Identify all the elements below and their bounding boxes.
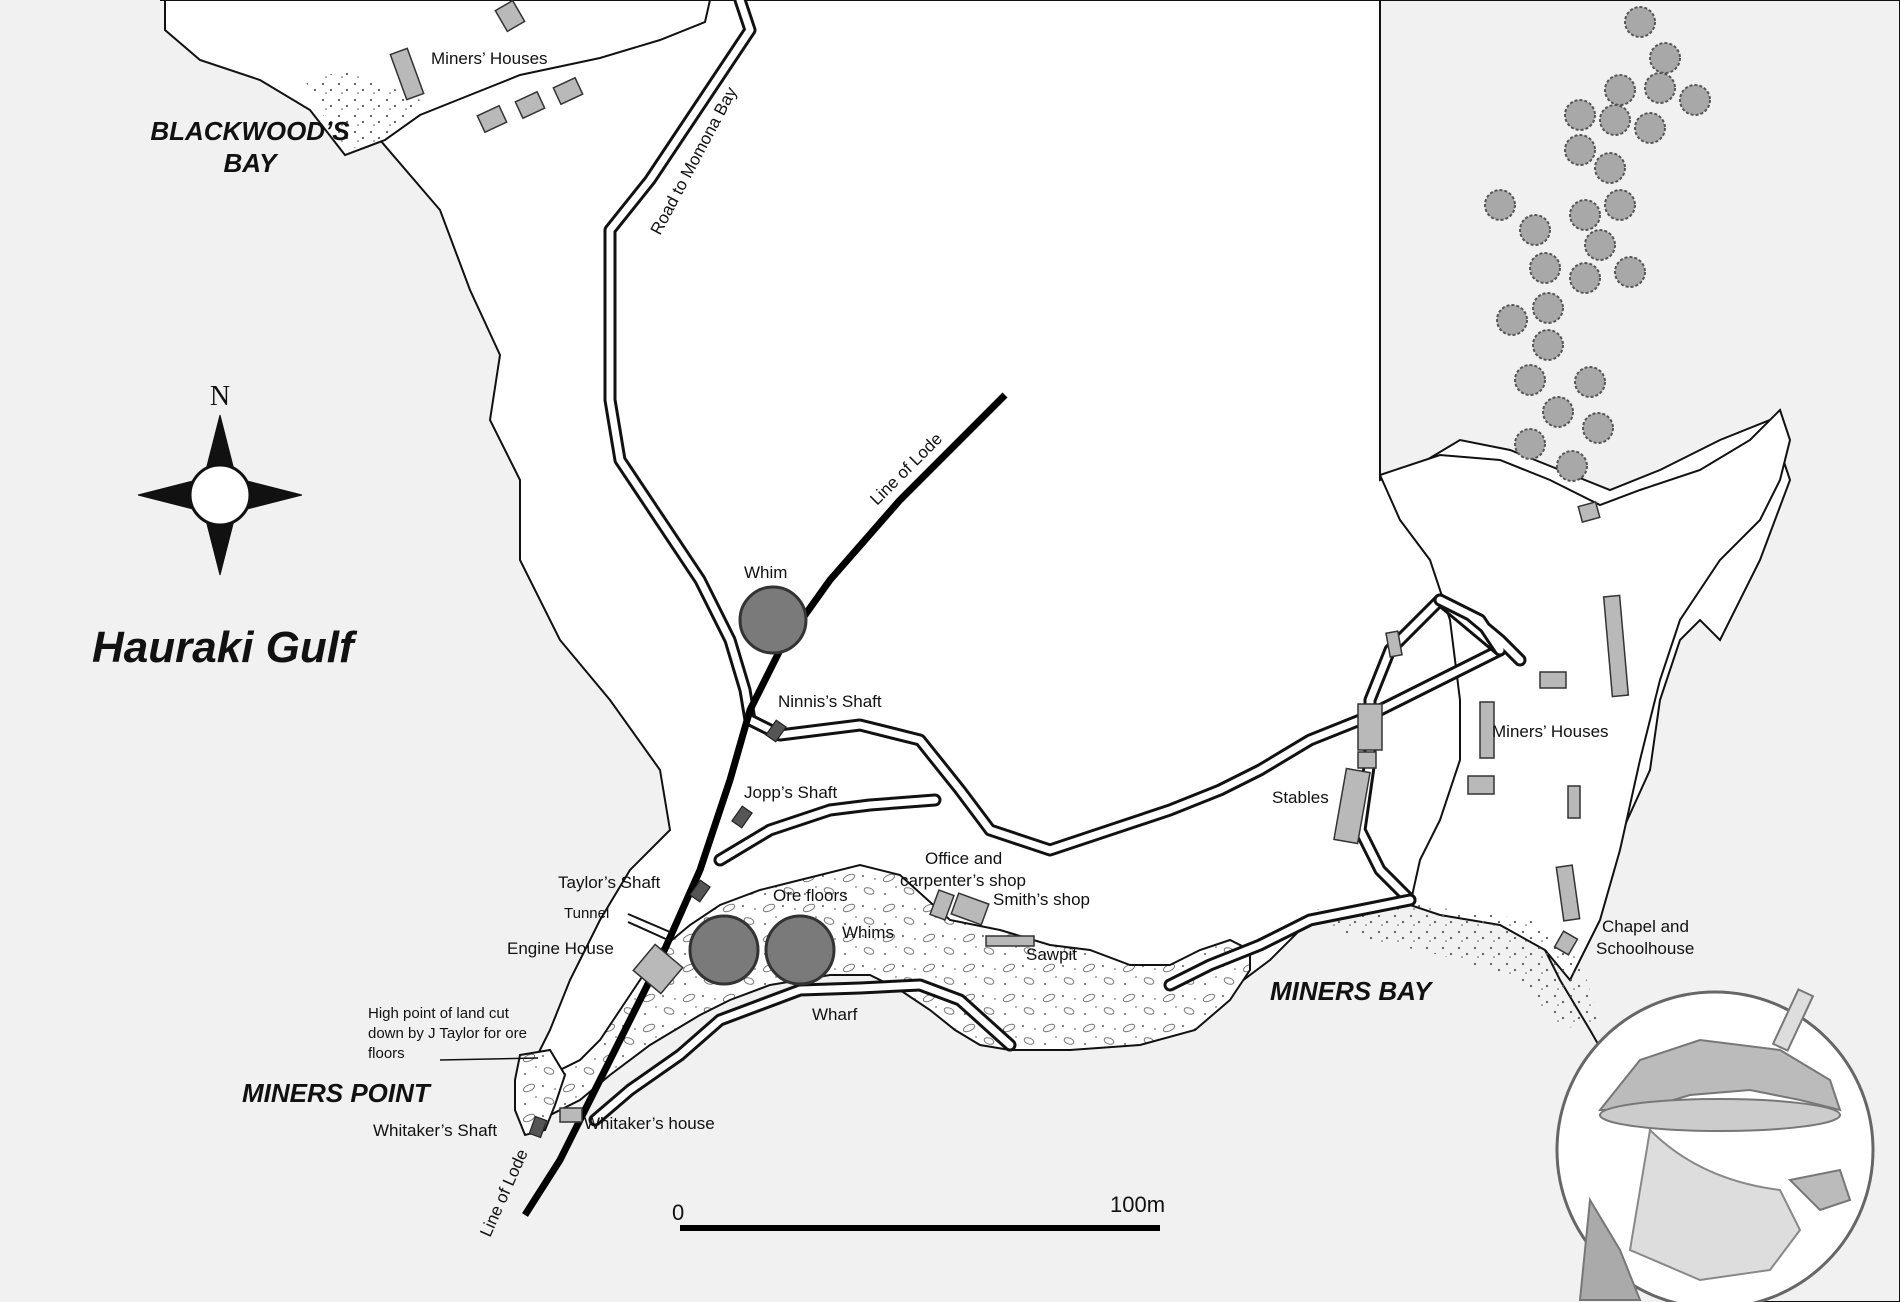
miner-portrait	[1555, 988, 1875, 1302]
taylors-shaft-marker	[689, 879, 711, 903]
taylors-shaft-label: Taylor’s Shaft	[558, 873, 661, 892]
line-of-lode	[522, 392, 1008, 1217]
tunnel-label: Tunnel	[564, 905, 609, 922]
ninniss-shaft-label: Ninnis’s Shaft	[778, 692, 882, 711]
buildings	[389, 0, 1630, 1123]
compass-rose: N	[137, 381, 303, 576]
scale-end-label: 100m	[1110, 1192, 1165, 1217]
high-point-pointer	[439, 1057, 539, 1061]
whitakers-house-label: Whitaker’s house	[584, 1114, 715, 1133]
ninniss-shaft-marker	[765, 719, 787, 743]
tunnel-marker	[627, 913, 671, 933]
tunnel-marker-2	[627, 921, 669, 941]
ore-floors-label: Ore floors	[773, 886, 848, 905]
miners-point-label: MINERS POINT	[242, 1078, 432, 1108]
jopps-shaft-marker	[731, 805, 753, 829]
beach-sand	[1300, 905, 1600, 1030]
blackwoods-beach	[305, 70, 420, 150]
chapel-label-1: Chapel and	[1602, 917, 1689, 936]
scale-start-label: 0	[672, 1200, 684, 1225]
sawpit-label: Sawpit	[1026, 945, 1077, 964]
blackwoods-bay-label-1: BLACKWOOD’S	[150, 116, 350, 146]
whim-label: Whim	[744, 563, 787, 582]
road-network	[588, 0, 1527, 1127]
north-headland	[164, 0, 712, 157]
whims-label: Whims	[842, 923, 894, 942]
high-point-label-1: High point of land cut	[368, 1005, 510, 1022]
jopps-shaft-label: Jopp’s Shaft	[744, 783, 838, 802]
east-peninsula	[1378, 408, 1792, 982]
compass-north-label: N	[210, 381, 230, 412]
engine-house-label: Engine House	[507, 939, 614, 958]
blackwoods-bay-label-2: BAY	[224, 148, 280, 178]
miners-point-land	[514, 1048, 567, 1137]
wharf-label: Wharf	[812, 1005, 858, 1024]
smiths-shop-label: Smith’s shop	[993, 890, 1090, 909]
whim-right	[764, 914, 836, 986]
miners-bay-label: MINERS BAY	[1270, 976, 1434, 1006]
stables-label: Stables	[1272, 788, 1329, 807]
whitakers-shaft-label: Whitaker’s Shaft	[373, 1121, 497, 1140]
miners-houses-east-label: Miners’ Houses	[1492, 722, 1609, 741]
high-point-label-3: floors	[368, 1045, 405, 1062]
office-label-2: carpenter’s shop	[900, 871, 1026, 890]
whim	[738, 585, 808, 655]
tree-cluster	[1484, 6, 1711, 482]
hauraki-gulf-label: Hauraki Gulf	[92, 623, 358, 672]
whim-left	[688, 914, 760, 986]
office-label-1: Office and	[925, 849, 1002, 868]
whitakers-shaft-marker	[528, 1115, 548, 1139]
miners-houses-north-label: Miners’ Houses	[431, 49, 548, 68]
chapel-label-2: Schoolhouse	[1596, 939, 1694, 958]
high-point-label-2: down by J Taylor for ore	[368, 1025, 527, 1042]
